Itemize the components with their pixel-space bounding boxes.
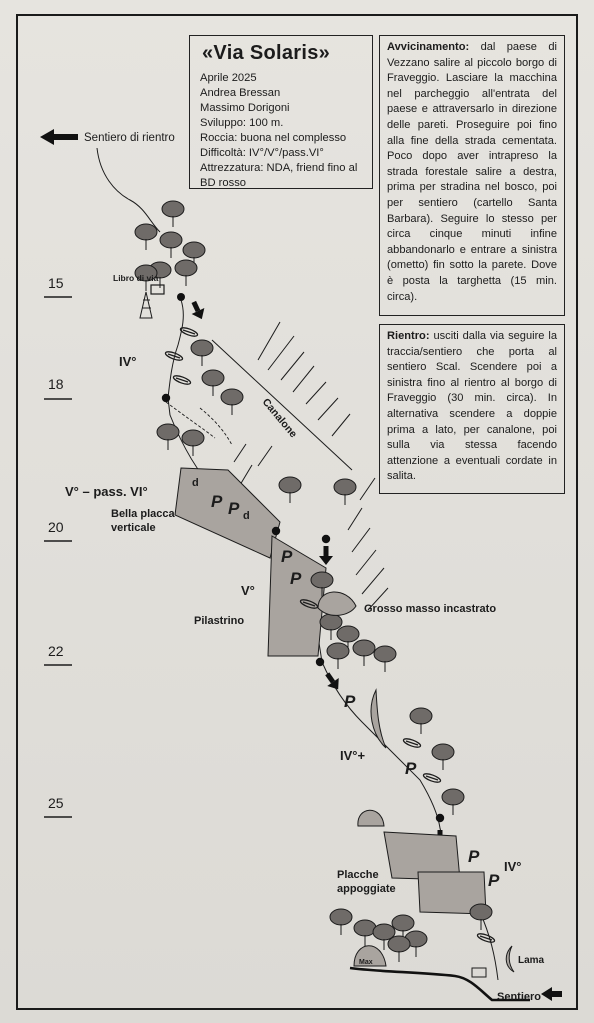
slab-label-line-2: verticale xyxy=(111,522,156,534)
return-path-line xyxy=(96,147,161,233)
flake-shape xyxy=(370,688,387,749)
pitch-length-1: 15 xyxy=(48,275,64,291)
cairn-icon xyxy=(139,291,153,319)
plaque-label: Max xyxy=(359,959,373,966)
trail-arrow-icon xyxy=(541,987,562,1001)
piton-7: P xyxy=(468,847,480,866)
blade-shape xyxy=(505,945,515,973)
belay-4 xyxy=(321,534,331,544)
piton-5: P xyxy=(344,692,356,711)
approach-heading: Avvicinamento: xyxy=(387,41,470,53)
grade-pitch-3: V° xyxy=(241,583,255,598)
route-author-1: Andrea Bressan xyxy=(200,87,281,99)
route-author-2: Massimo Dorigoni xyxy=(200,102,290,114)
piton-8: P xyxy=(488,871,500,890)
canalone-edge xyxy=(211,339,353,471)
pitch-length-3: 20 xyxy=(48,519,64,535)
piton-6: P xyxy=(405,759,417,778)
piton-2: P xyxy=(228,499,240,518)
pillar-label: Pilastrino xyxy=(194,615,244,627)
slab-label-line-1: Bella placca xyxy=(111,508,175,520)
blade-label: Lama xyxy=(518,955,545,966)
belay-5 xyxy=(315,657,325,667)
return-box: Rientro: usciti dalla via seguire la tra… xyxy=(379,324,565,494)
belay-1 xyxy=(177,293,185,301)
route-gear-1: Attrezzatura: NDA, friend fino al xyxy=(200,162,358,174)
route-rock: Roccia: buona nel complesso xyxy=(200,132,347,144)
return-path-arrow xyxy=(40,129,78,145)
boulder-shape xyxy=(317,591,357,616)
belay-3 xyxy=(271,526,281,536)
return-paragraph: Rientro: usciti dalla via seguire la tra… xyxy=(387,329,557,485)
trail-label: Sentiero xyxy=(497,991,541,1003)
piton-3: P xyxy=(281,547,293,566)
route-book-label: Libro di via xyxy=(113,273,159,283)
route-date: Aprile 2025 xyxy=(200,72,257,84)
base-plaque-icon xyxy=(471,967,487,978)
approach-dashed-path xyxy=(165,401,233,446)
pitch-length-4: 22 xyxy=(48,643,64,659)
belay-6 xyxy=(435,813,445,823)
grade-pitch-5: IV° xyxy=(504,859,521,874)
canalone-hatching xyxy=(233,321,389,611)
route-book-icon xyxy=(150,284,165,295)
route-title: «Via Solaris» xyxy=(202,42,331,64)
pitch-length-2: 18 xyxy=(48,376,64,392)
approach-trail-line xyxy=(349,966,530,1002)
base-features xyxy=(469,903,497,945)
return-text: usciti dalla via seguire la traccia/sent… xyxy=(387,330,557,483)
grade-pitch-4: IV°+ xyxy=(340,748,365,763)
piton-1: P xyxy=(211,492,223,511)
pitch-length-markers: 15 18 20 22 25 xyxy=(44,275,72,818)
belay-2 xyxy=(161,393,171,403)
piton-4: P xyxy=(290,569,302,588)
route-gear-2: BD rosso xyxy=(200,177,247,189)
arrow-down-2-icon xyxy=(319,546,333,565)
arrow-down-1-icon xyxy=(187,298,209,323)
plaque-rock-shape xyxy=(353,945,387,967)
return-path-label: Sentiero di rientro xyxy=(84,132,175,144)
route-info-box: «Via Solaris» Aprile 2025 Andrea Bressan… xyxy=(189,35,373,189)
small-rock-shape xyxy=(357,809,385,827)
pillar-shape xyxy=(267,535,327,657)
low-slabs-label-line-2: appoggiate xyxy=(337,883,396,895)
cam-2: d xyxy=(243,510,250,522)
boulder-label: Grosso masso incastrato xyxy=(364,603,496,615)
return-heading: Rientro: xyxy=(387,330,430,342)
route-development: Sviluppo: 100 m. xyxy=(200,117,284,129)
grade-pitch-1: IV° xyxy=(119,354,136,369)
approach-text: dal paese di Vezzano salire al piccolo b… xyxy=(387,41,557,303)
cam-1: d xyxy=(192,477,199,489)
pitch-length-5: 25 xyxy=(48,795,64,811)
approach-paragraph: Avvicinamento: dal paese di Vezzano sali… xyxy=(387,40,557,305)
approach-box: Avvicinamento: dal paese di Vezzano sali… xyxy=(379,35,565,316)
grade-pitch-2: V° – pass. VI° xyxy=(65,484,148,499)
low-slabs-label-line-1: Placche xyxy=(337,869,379,881)
arrow-down-3-icon xyxy=(321,669,344,694)
route-difficulty: Difficoltà: IV°/V°/pass.VI° xyxy=(200,147,324,159)
pitch-1-features xyxy=(163,325,244,416)
page-frame xyxy=(16,14,578,1010)
